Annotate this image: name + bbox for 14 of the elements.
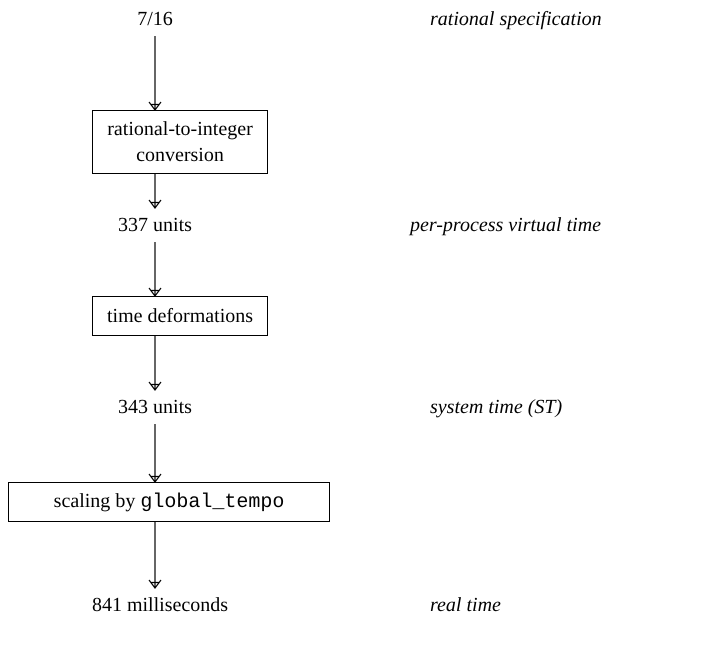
annotation-text: per-process virtual time xyxy=(410,213,602,238)
node-text: 337 units xyxy=(118,213,192,238)
process-box xyxy=(8,482,330,522)
node-text: time deformations xyxy=(106,304,254,329)
node-text: scaling by global_tempo xyxy=(54,489,284,516)
node-text: 343 units xyxy=(118,395,192,420)
node-text: 841 milliseconds xyxy=(92,593,228,618)
node-text: rational-to-integer conversion xyxy=(106,117,254,168)
annotation-text: system time (ST) xyxy=(430,395,562,420)
annotation-text: rational specification xyxy=(430,7,602,32)
process-box xyxy=(92,296,268,336)
process-box xyxy=(92,110,268,174)
node-text: 7/16 xyxy=(137,7,173,32)
annotation-text: real time xyxy=(430,593,501,618)
